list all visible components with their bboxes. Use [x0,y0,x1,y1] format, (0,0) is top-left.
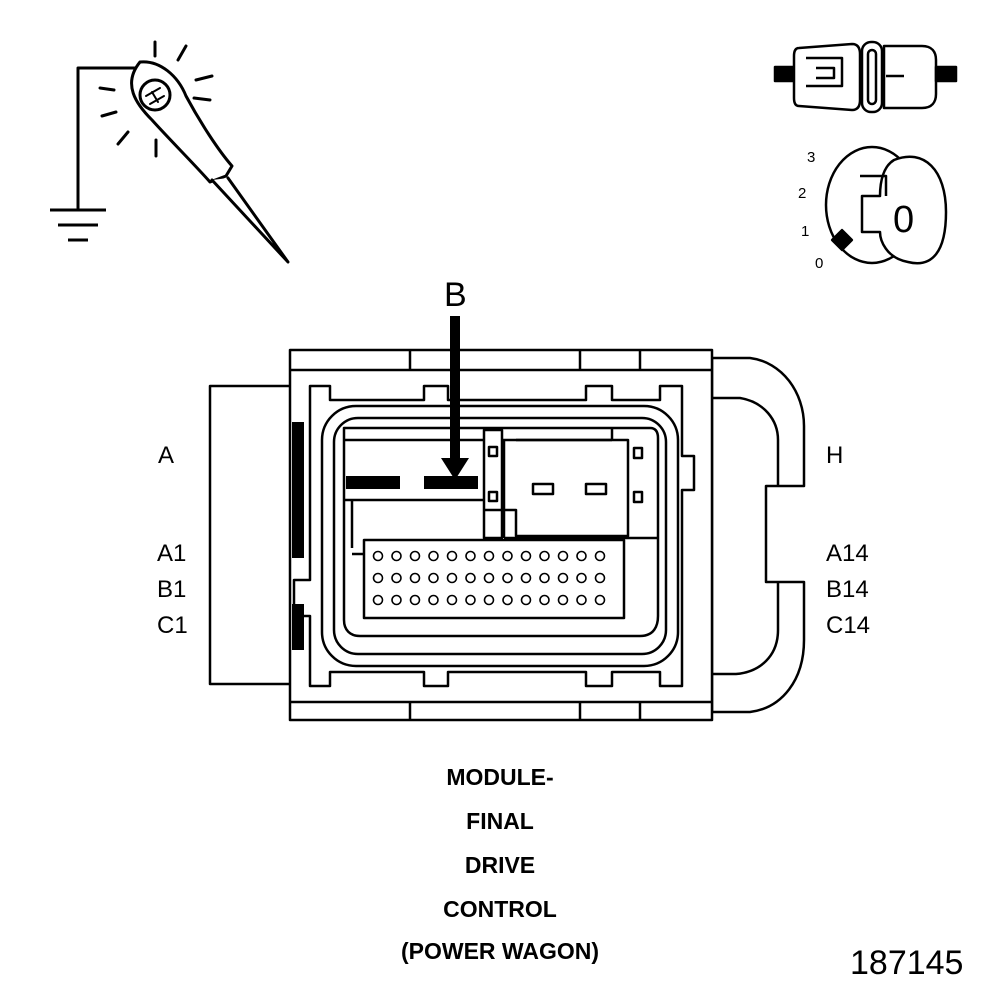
pin-hole [483,594,495,606]
pointer-label: B [444,276,467,314]
pin-hole [465,550,476,562]
pin-array [372,550,606,606]
pin-hole [557,550,569,562]
pin-hole [372,594,384,606]
pin-hole [483,550,495,562]
ignition-position-1: 1 [801,223,809,240]
title-line-4: CONTROL [443,896,557,922]
pin-hole [502,550,513,562]
ignition-key-symbol: 0 [893,199,914,241]
pin-hole [409,594,421,606]
title-line-2: FINAL [466,808,534,834]
pin-hole [446,572,458,584]
pin-hole [539,550,550,562]
ignition-position-3: 3 [807,149,815,166]
label-a: A [158,442,175,469]
pin-hole [594,550,606,562]
pin-hole [576,594,587,606]
pin-hole [483,572,495,584]
pin-hole [391,594,402,606]
pin-hole [520,550,532,562]
pin-hole [372,550,384,562]
disconnected-connector-icon [773,40,958,114]
pin-hole [576,572,587,584]
pin-hole [372,572,384,584]
label-h: H [826,442,844,469]
pin-hole [557,594,569,606]
pin-hole [391,550,402,562]
pin-hole [520,594,532,606]
ignition-position-2: 2 [798,185,806,202]
pin-hole [428,550,439,562]
pin-hole [539,594,550,606]
label-c1: C1 [157,612,188,639]
pin-hole [409,550,421,562]
pin-hole [576,550,587,562]
pointer-arrow [441,316,469,480]
label-a14: A14 [826,540,869,567]
test-light-icon [76,40,290,264]
pin-hole [446,550,458,562]
title-line-1: MODULE- [446,764,554,790]
pin-hole [502,594,513,606]
pin-hole [557,572,569,584]
lock-bar [292,422,478,650]
figure-number: 187145 [850,944,964,982]
pin-hole [409,572,421,584]
label-b14: B14 [826,576,869,603]
pin-hole [502,572,513,584]
pin-hole [520,572,532,584]
pin-hole [446,594,458,606]
pin-hole [594,572,606,584]
label-c14: C14 [826,612,871,639]
title-line-3: DRIVE [464,852,536,878]
title-line-5: (POWER WAGON) [400,938,600,964]
pin-hole [428,594,439,606]
pin-hole [594,594,606,606]
ignition-position-0: 0 [815,255,823,272]
pin-hole [391,572,402,584]
ignition-key-icon [824,145,948,265]
pin-hole [465,594,476,606]
pin-hole [428,572,439,584]
label-b1: B1 [157,576,187,603]
pin-hole [465,572,476,584]
pin-hole [539,572,550,584]
label-a1: A1 [157,540,187,567]
ground-icon [50,208,106,242]
